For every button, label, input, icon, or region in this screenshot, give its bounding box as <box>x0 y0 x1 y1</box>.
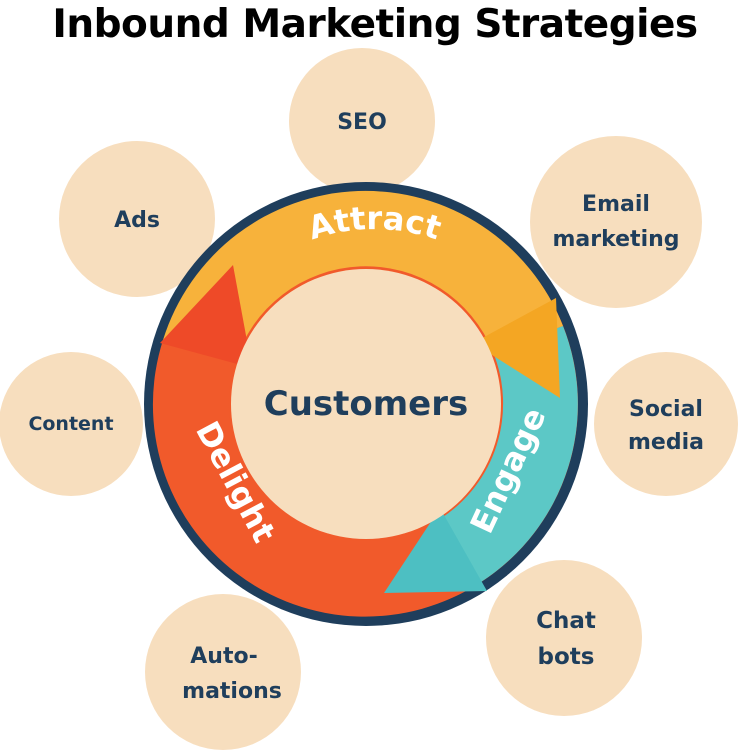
bubble-social-circle <box>594 352 738 496</box>
bubble-email-line1: Email <box>582 192 650 217</box>
delight-segment <box>152 340 481 617</box>
bubble-automations-line1: Auto- <box>190 644 257 669</box>
bubble-content-label: Content <box>28 413 113 435</box>
bubble-email-line2: marketing <box>552 227 679 252</box>
attract-segment <box>163 190 563 363</box>
engage-arrow <box>384 508 487 593</box>
bubble-chatbots-line2: bots <box>538 644 595 670</box>
bubble-content: Content <box>0 352 143 496</box>
inner-circle <box>231 269 501 539</box>
bubble-social-line1: Social <box>629 397 703 422</box>
delight-arrow <box>160 265 252 368</box>
bubble-automations-circle <box>145 594 301 750</box>
bubble-chatbots-line1: Chat <box>536 608 596 634</box>
attract-arrow <box>473 298 560 398</box>
bubble-seo: SEO <box>289 48 435 194</box>
bubble-automations: Auto- mations <box>145 594 301 750</box>
bubble-seo-label: SEO <box>337 110 387 135</box>
engage-segment <box>440 326 578 582</box>
bubble-chat-bots: Chat bots <box>486 560 642 716</box>
bubble-social-line2: media <box>628 430 704 455</box>
bubble-email-marketing: Email marketing <box>530 136 702 308</box>
bubble-automations-line2: mations <box>182 679 282 704</box>
bubble-social-media: Social media <box>594 352 738 496</box>
bubble-seo-circle <box>289 48 435 194</box>
bubble-ads: Ads <box>59 141 215 297</box>
bubble-email-circle <box>530 136 702 308</box>
center-label: Customers <box>264 384 469 424</box>
bubble-content-circle <box>0 352 143 496</box>
bubble-ads-label: Ads <box>114 208 160 233</box>
bubble-chatbots-circle <box>486 560 642 716</box>
bubble-ads-circle <box>59 141 215 297</box>
diagram-title: Inbound Marketing Strategies <box>52 2 698 47</box>
